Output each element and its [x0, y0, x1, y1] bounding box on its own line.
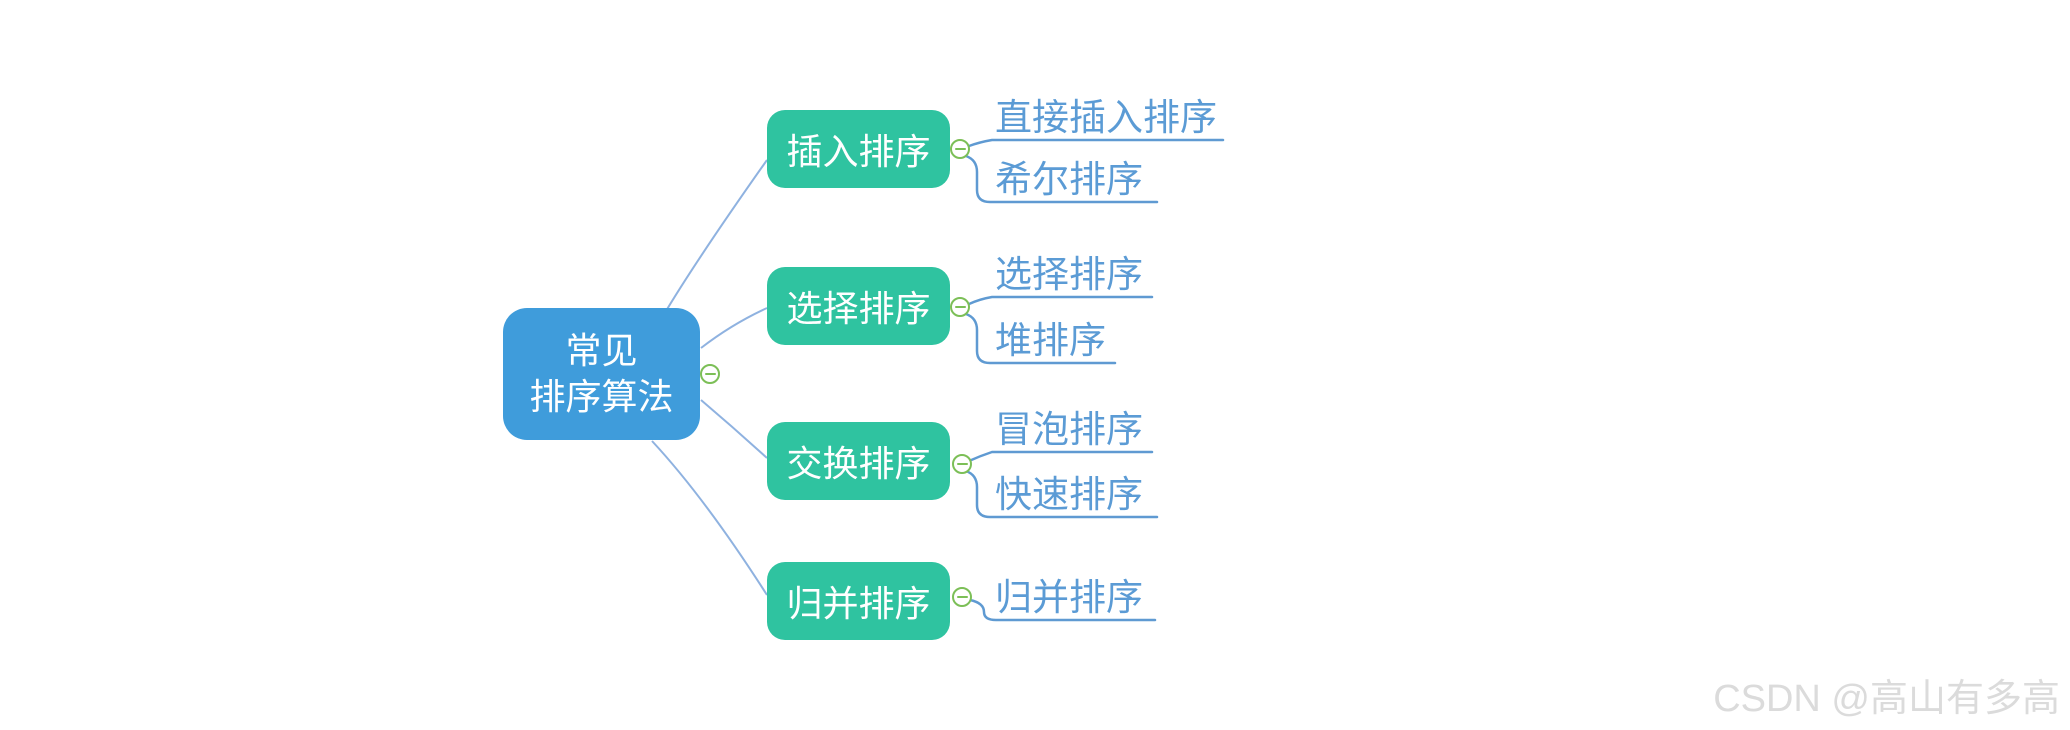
underline-branch1-child2: [964, 154, 1159, 204]
root-label-line2: 排序算法: [529, 376, 674, 417]
root-node[interactable]: 常见 排序算法: [503, 308, 700, 440]
branch-label: 选择排序: [786, 288, 931, 329]
connector-root-branch-3: [700, 399, 768, 459]
connector-root-branch-1: [662, 159, 768, 317]
leaf-node-direct-insertion-sort[interactable]: 直接插入排序: [995, 97, 1217, 138]
branch3-collapse-minus-icon[interactable]: [952, 454, 972, 474]
leaf-node-quick-sort[interactable]: 快速排序: [995, 474, 1143, 515]
connector-root-branch-4: [651, 440, 768, 596]
underline-branch1-child1: [967, 138, 1225, 148]
root-collapse-minus-icon[interactable]: [700, 364, 720, 384]
branch1-collapse-minus-icon[interactable]: [950, 139, 970, 159]
branch-label: 交换排序: [786, 443, 931, 484]
leaf-node-bubble-sort[interactable]: 冒泡排序: [995, 409, 1143, 450]
leaf-node-shell-sort[interactable]: 希尔排序: [995, 159, 1143, 200]
underline-branch2-child2: [964, 312, 1117, 365]
connector-root-branch-2: [700, 307, 768, 349]
watermark: CSDN @高山有多高: [1713, 678, 2060, 720]
leaf-node-selection-sort[interactable]: 选择排序: [995, 254, 1143, 295]
root-label-line1: 常见: [565, 330, 638, 371]
branch-label: 归并排序: [786, 583, 931, 624]
underline-branch3-child1: [967, 450, 1154, 463]
leaf-node-heap-sort[interactable]: 堆排序: [995, 320, 1106, 361]
branch2-collapse-minus-icon[interactable]: [950, 297, 970, 317]
branch-node-exchange-sort[interactable]: 交换排序: [767, 422, 950, 500]
branch-label: 插入排序: [786, 131, 931, 172]
branch4-collapse-minus-icon[interactable]: [952, 587, 972, 607]
branch-node-merge-sort[interactable]: 归并排序: [767, 562, 950, 640]
leaf-node-merge-sort[interactable]: 归并排序: [995, 577, 1143, 618]
underline-branch2-child1: [967, 295, 1154, 306]
branch-node-insertion-sort[interactable]: 插入排序: [767, 110, 950, 188]
underline-branch3-child2: [964, 469, 1159, 519]
branch-node-selection-sort[interactable]: 选择排序: [767, 267, 950, 345]
underline-branch4-child1: [968, 598, 1157, 622]
